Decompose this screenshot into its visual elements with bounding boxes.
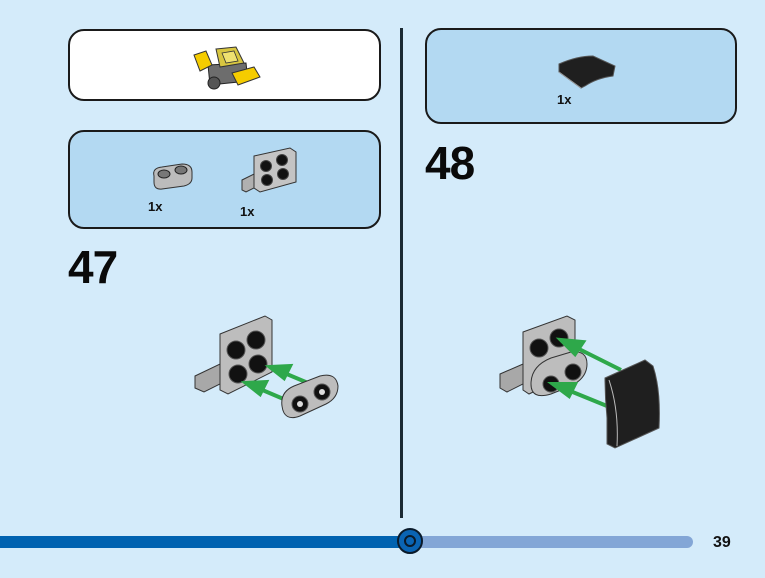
part-qty-bracket: 1x bbox=[240, 204, 255, 219]
parts-callout-47: 1x 1x bbox=[68, 130, 381, 229]
arrow-icon bbox=[547, 337, 622, 408]
part-curved-slope-2x2 bbox=[558, 55, 616, 89]
part-plate-1x2-rounded bbox=[153, 163, 193, 190]
progress-marker-icon bbox=[397, 528, 423, 554]
progress-bar-remaining bbox=[410, 536, 693, 548]
column-divider bbox=[400, 28, 403, 518]
part-qty-plate: 1x bbox=[148, 199, 163, 214]
step-number-47: 47 bbox=[68, 241, 118, 293]
progress-bar-completed bbox=[0, 536, 410, 548]
step-number-48: 48 bbox=[425, 137, 475, 189]
page-number: 39 bbox=[713, 534, 731, 551]
submodel-preview-image bbox=[193, 46, 261, 90]
parts-callout-48: 1x bbox=[425, 28, 737, 124]
step-47-illustration bbox=[194, 315, 339, 419]
part-bracket-2x2 bbox=[241, 147, 297, 193]
submodel-callout bbox=[68, 29, 381, 101]
part-qty-curved-slope: 1x bbox=[557, 92, 572, 107]
step-48-illustration bbox=[499, 315, 660, 449]
